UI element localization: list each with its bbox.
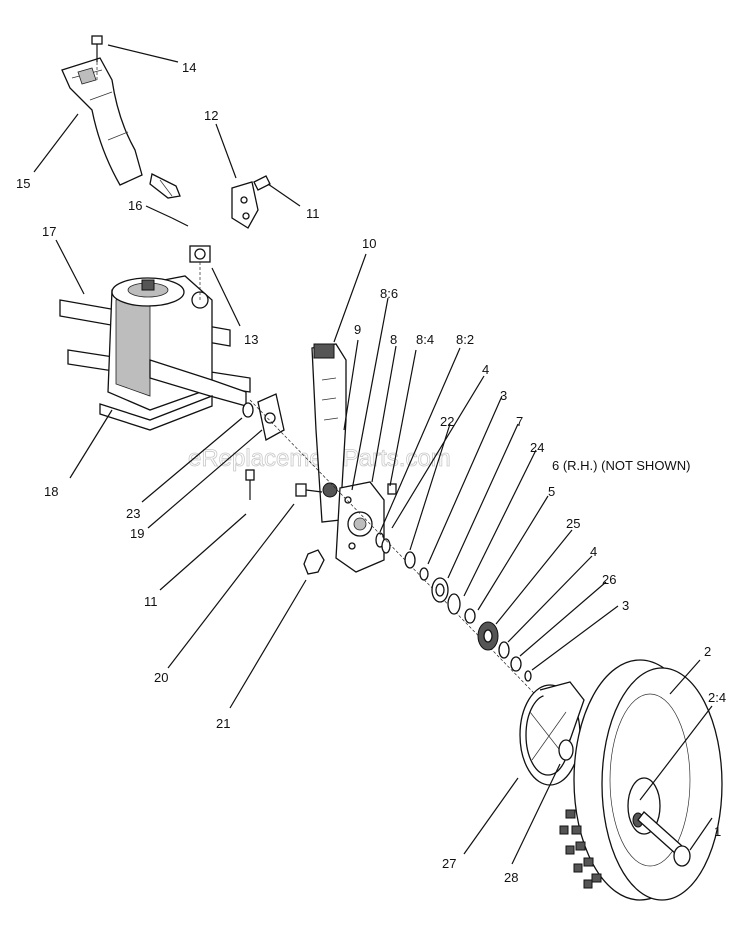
bushing-set [375,483,397,554]
callout-4-bottom: 4 [590,544,597,559]
callout-24: 24 [530,440,544,455]
callout-17: 17 [42,224,56,239]
callout-11-top: 11 [306,206,320,221]
transmission [99,275,247,431]
callout-12: 12 [204,108,218,123]
callout-8: 8 [390,332,397,347]
callout-3-bottom: 3 [622,598,629,613]
callout-26: 26 [602,572,616,587]
callout-labels: 14 15 12 16 11 17 13 10 8:6 9 8 8:4 8:2 … [16,60,726,885]
pinion-5 [464,608,476,624]
callout-20: 20 [154,670,168,685]
callout-1: 1 [714,824,721,839]
screw-11 [245,469,255,500]
cable-anchor [189,245,211,300]
callout-14: 14 [182,60,196,75]
callout-6-not-shown: 6 (R.H.) (NOT SHOWN) [552,458,690,473]
wheel-bolt [637,811,691,867]
callout-5: 5 [548,484,555,499]
gear-25 [477,621,499,651]
spring-pin [149,173,181,199]
callout-10: 10 [362,236,376,251]
callout-25: 25 [566,516,580,531]
leader-lines [33,44,713,865]
washer-24 [447,593,461,615]
callout-2-4: 2:4 [708,690,726,705]
callout-21: 21 [216,716,230,731]
callout-9: 9 [354,322,361,337]
callout-2: 2 [704,644,711,659]
callout-19: 19 [130,526,144,541]
handle-bracket [61,57,143,186]
callout-8-6: 8:6 [380,286,398,301]
bushing-28 [558,739,574,761]
callout-7: 7 [516,414,523,429]
callout-3-top: 3 [500,388,507,403]
callout-18: 18 [44,484,58,499]
shift-plate-19 [257,393,285,441]
callout-4-top: 4 [482,362,489,377]
callout-22: 22 [440,414,454,429]
callout-27: 27 [442,856,456,871]
nut-21 [303,549,325,575]
callout-16: 16 [128,198,142,213]
bolt-14 [91,35,103,80]
washer-4 [498,641,510,659]
bolt-20 [295,483,323,497]
wheel [559,659,723,901]
callout-15: 15 [16,176,30,191]
cable-clip [253,175,271,191]
callout-8-4: 8:4 [416,332,434,347]
callout-28: 28 [504,870,518,885]
washer-23 [242,402,254,418]
callout-8-2: 8:2 [456,332,474,347]
callout-23: 23 [126,506,140,521]
spacer-26 [510,656,522,672]
retaining-ring-3 [419,567,429,581]
cable-bracket [231,181,259,229]
callout-13: 13 [244,332,258,347]
washer-22 [404,551,416,569]
bearing-7 [431,577,449,603]
wheel-bracket [335,481,385,573]
callout-11-bottom: 11 [144,594,158,609]
ring-3b [524,670,532,682]
tire-tread [559,809,602,889]
roll-pin-16 [171,217,189,227]
